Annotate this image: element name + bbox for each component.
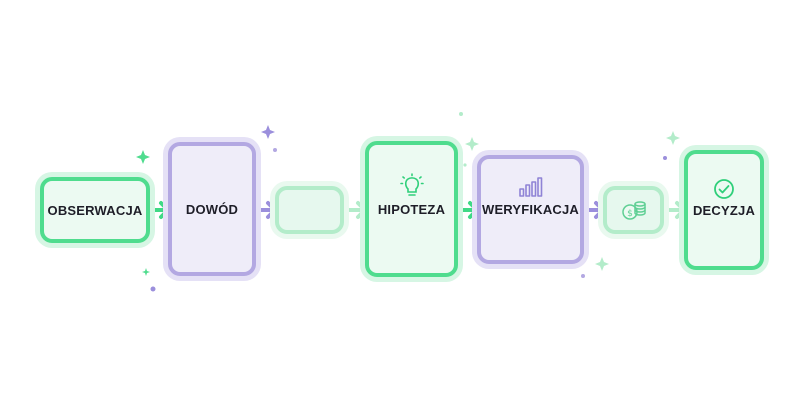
svg-text:$: $ xyxy=(627,209,633,219)
step-label-dowod: DOWÓD xyxy=(185,201,239,217)
step-blank xyxy=(275,186,344,234)
step-decyzja: DECYZJA xyxy=(684,150,764,270)
step-label-weryfikacja: WERYFIKACJA xyxy=(481,202,580,217)
step-obserwacja: OBSERWACJA xyxy=(40,177,150,243)
step-hipoteza: HIPOTEZA xyxy=(365,141,458,277)
step-weryfikacja: WERYFIKACJA xyxy=(477,155,584,264)
sparkle-icon xyxy=(136,125,680,276)
lightbulb-icon xyxy=(399,173,424,204)
check-circle-icon xyxy=(713,178,735,205)
bar-chart-icon xyxy=(518,177,544,202)
step-label-decyzja: DECYZJA xyxy=(692,202,756,218)
step-coins: $ xyxy=(603,186,664,234)
dot-icon xyxy=(150,112,667,292)
coins-icon: $ xyxy=(621,198,647,227)
step-label-hipoteza: HIPOTEZA xyxy=(377,201,446,217)
step-label-obserwacja: OBSERWACJA xyxy=(47,202,143,218)
step-dowod: DOWÓD xyxy=(168,142,256,276)
